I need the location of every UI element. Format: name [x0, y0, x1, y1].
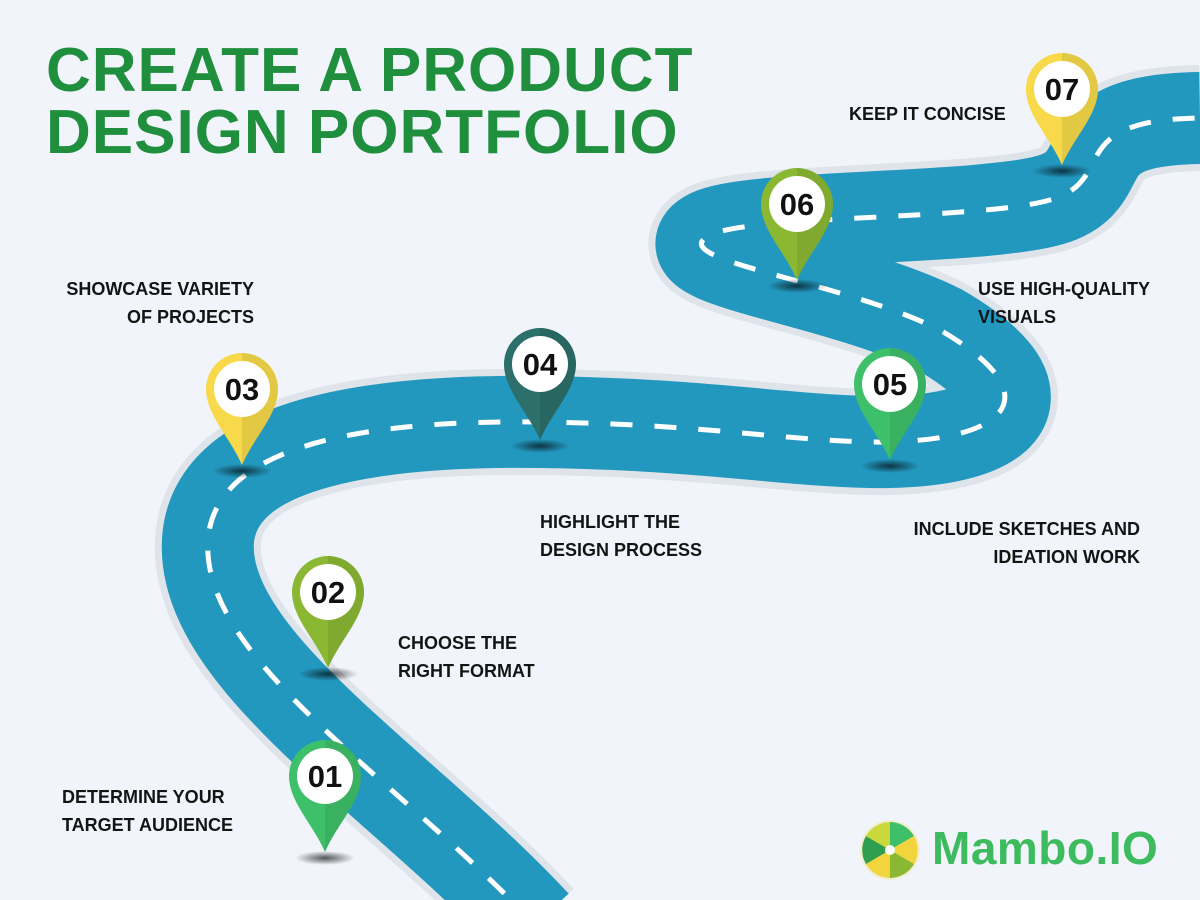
step-label-03: SHOWCASE VARIETY OF PROJECTS [66, 275, 254, 331]
location-pin-icon: 02 [292, 556, 364, 681]
pin-inner-circle [769, 176, 825, 232]
pin-inner-circle [300, 564, 356, 620]
pin-shadow [295, 851, 355, 865]
step-number: 05 [873, 367, 907, 402]
step-label-01-line-1: DETERMINE YOUR [62, 787, 225, 807]
step-label-07-line-1: KEEP IT CONCISE [849, 104, 1006, 124]
step-number: 06 [780, 187, 814, 222]
location-pin-icon: 07 [1026, 53, 1098, 178]
pinwheel-logo-icon [860, 820, 920, 880]
step-label-04: HIGHLIGHT THE DESIGN PROCESS [540, 508, 702, 564]
step-pins: 01 02 03 04 05 06 07 [206, 53, 1098, 865]
step-label-04-line-1: HIGHLIGHT THE [540, 512, 680, 532]
step-label-06-line-1: USE HIGH-QUALITY [978, 279, 1151, 299]
step-label-01: DETERMINE YOUR TARGET AUDIENCE [62, 783, 233, 839]
pin-inner-circle [297, 748, 353, 804]
step-label-06: USE HIGH-QUALITY VISUALS [978, 275, 1150, 331]
page-title: CREATE A PRODUCT DESIGN PORTFOLIO [46, 40, 693, 164]
brand-name: Mambo.IO [932, 822, 1159, 874]
pin-inner-circle [862, 356, 918, 412]
step-label-02: CHOOSE THE RIGHT FORMAT [398, 629, 535, 685]
lane-markings [205, 115, 1200, 900]
pin-shadow [767, 279, 827, 293]
step-number: 01 [308, 759, 342, 794]
pin-shadow [510, 439, 570, 453]
step-label-02-line-2: RIGHT FORMAT [398, 661, 535, 681]
page-title-line-2: DESIGN PORTFOLIO [46, 98, 679, 167]
step-label-03-line-2: OF PROJECTS [126, 307, 254, 327]
pin-inner-circle [214, 361, 270, 417]
pin-shadow [1032, 164, 1092, 178]
winding-road [154, 65, 1200, 900]
step-label-05: INCLUDE SKETCHES AND IDEATION WORK [914, 515, 1140, 571]
step-label-05-line-1: INCLUDE SKETCHES AND [913, 519, 1140, 539]
pin-inner-circle [1034, 61, 1090, 117]
location-pin-icon: 03 [206, 353, 278, 478]
brand-logo: Mambo.IO [860, 818, 1180, 880]
location-pin-icon: 01 [289, 740, 361, 865]
step-label-07: KEEP IT CONCISE [849, 100, 1006, 128]
step-label-06-line-2: VISUALS [978, 307, 1057, 327]
pin-inner-circle [512, 336, 568, 392]
pin-shadow [860, 459, 920, 473]
step-number: 02 [311, 575, 345, 610]
step-label-03-line-1: SHOWCASE VARIETY [66, 279, 254, 299]
step-label-02-line-1: CHOOSE THE [398, 633, 518, 653]
step-number: 04 [523, 347, 558, 382]
location-pin-icon: 05 [854, 348, 926, 473]
location-pin-icon: 04 [504, 328, 576, 453]
page-title-line-1: CREATE A PRODUCT [46, 36, 694, 105]
step-label-05-line-2: IDEATION WORK [993, 547, 1140, 567]
step-number: 03 [225, 372, 259, 407]
step-number: 07 [1045, 72, 1079, 107]
location-pin-icon: 06 [761, 168, 833, 293]
step-label-01-line-2: TARGET AUDIENCE [62, 815, 233, 835]
pin-shadow [212, 464, 272, 478]
step-label-04-line-2: DESIGN PROCESS [540, 540, 703, 560]
pin-shadow [298, 667, 358, 681]
